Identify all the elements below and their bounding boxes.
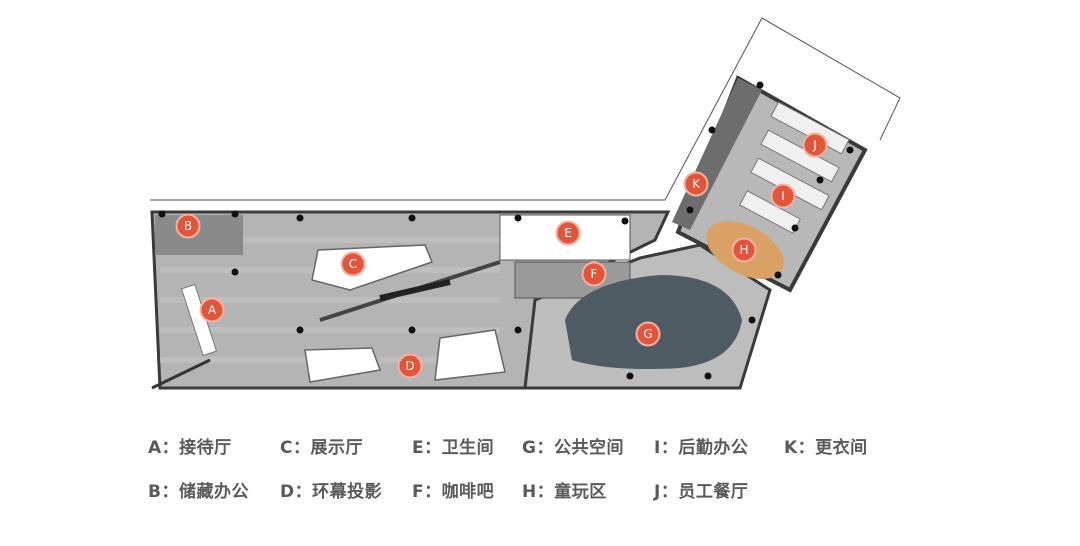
corridor-wall [379, 279, 451, 301]
marker-circle [199, 297, 225, 323]
legend-item-a: A：接待厅 [148, 438, 232, 458]
legend: A：接待厅 C：展示厅 E：卫生间 G：公共空间 I：后勤办公 K：更衣间 B：… [148, 425, 908, 535]
marker-circle [340, 251, 366, 277]
legend-item-f: F：咖啡吧 [412, 482, 495, 502]
exhibition-island [311, 244, 433, 291]
marker-letter: B [184, 219, 192, 233]
area-marker-f: F [581, 261, 607, 287]
area-marker-i: I [770, 183, 796, 209]
marker-circle [802, 132, 828, 158]
entrance-wall [151, 358, 211, 390]
marker-letter: E [564, 226, 572, 240]
marker-letter: I [781, 189, 785, 203]
legend-item-b: B：储藏办公 [148, 482, 249, 502]
floor-plan: A B C D E F G H J K I [150, 17, 901, 390]
legend-item-i: I：后勤办公 [654, 438, 749, 458]
marker-circle [555, 220, 581, 246]
area-marker-b: B [175, 213, 201, 239]
marker-letter: G [643, 327, 652, 341]
projection-room-2 [434, 329, 506, 381]
marker-circle [581, 261, 607, 287]
legend-item-c: C：展示厅 [280, 438, 363, 458]
legend-item-d: D：环幕投影 [280, 482, 383, 502]
area-marker-d: D [397, 353, 423, 379]
marker-letter: H [739, 243, 748, 257]
marker-circle [175, 213, 201, 239]
marker-circle [683, 171, 709, 197]
marker-letter: C [349, 257, 357, 271]
legend-item-g: G：公共空间 [522, 438, 624, 458]
marker-circle [635, 321, 661, 347]
columns [158, 81, 854, 380]
marker-circle [397, 353, 423, 379]
site-boundary [150, 17, 901, 201]
marker-circle [731, 237, 757, 263]
area-marker-e: E [555, 220, 581, 246]
marker-letter: F [591, 267, 598, 281]
office-desks [739, 101, 850, 234]
area-marker-h: H [731, 237, 757, 263]
area-marker-a: A [199, 297, 225, 323]
legend-item-j: J：员工餐厅 [654, 482, 749, 502]
legend-item-e: E：卫生间 [412, 438, 495, 458]
marker-letter: D [405, 359, 414, 373]
marker-letter: J [812, 138, 817, 152]
marker-letter: K [692, 177, 701, 191]
area-marker-c: C [340, 251, 366, 277]
area-marker-j: J [802, 132, 828, 158]
area-markers: A B C D E F G H J K I [175, 132, 828, 379]
projection-room-1 [304, 347, 382, 383]
legend-item-h: H：童玩区 [522, 482, 607, 502]
area-marker-k: K [683, 171, 709, 197]
legend-item-k: K：更衣间 [784, 438, 868, 458]
public-space-seating [565, 275, 742, 369]
marker-letter: A [208, 303, 217, 317]
marker-circle [770, 183, 796, 209]
area-marker-g: G [635, 321, 661, 347]
